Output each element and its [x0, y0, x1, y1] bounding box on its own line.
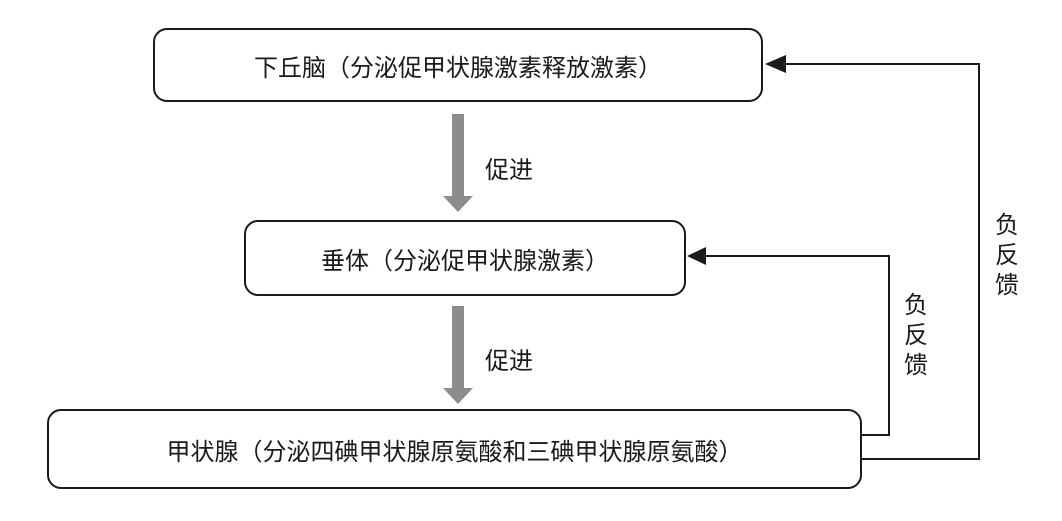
promote-arrow-2	[443, 306, 473, 404]
promote-label-1: 促进	[485, 156, 533, 184]
pituitary-label: 垂体（分泌促甲状腺激素）	[321, 246, 609, 275]
hypothalamus-label: 下丘脑（分泌促甲状腺激素释放激素）	[254, 53, 662, 82]
negative-feedback-arrow-1	[687, 247, 890, 436]
negative-feedback-label-2: 负反馈	[995, 211, 1019, 299]
negative-feedback-arrow-2	[765, 55, 980, 460]
promote-label-2: 促进	[485, 347, 533, 375]
hypothalamus-node: 下丘脑（分泌促甲状腺激素释放激素）	[153, 28, 763, 102]
negative-feedback-label-1: 负反馈	[904, 291, 928, 379]
pituitary-node: 垂体（分泌促甲状腺激素）	[244, 220, 686, 296]
thyroid-label: 甲状腺（分泌四碘甲状腺原氨酸和三碘甲状腺原氨酸）	[166, 437, 743, 466]
thyroid-node: 甲状腺（分泌四碘甲状腺原氨酸和三碘甲状腺原氨酸）	[47, 409, 862, 489]
promote-arrow-1	[443, 114, 473, 212]
